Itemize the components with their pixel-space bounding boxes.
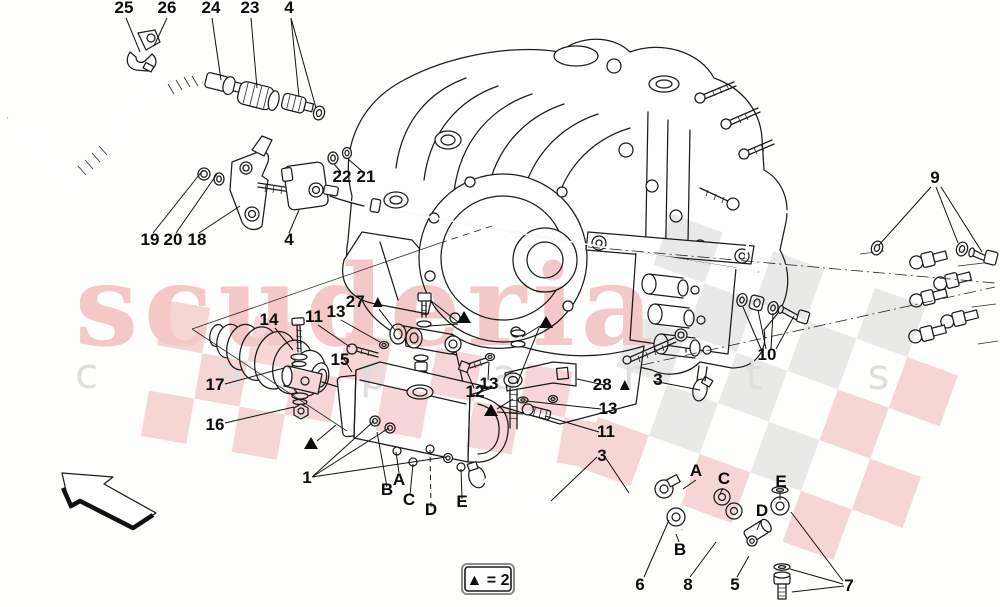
part-label-8: 8 (683, 575, 692, 594)
bolt-7 (773, 571, 791, 600)
legend-box: ▲ = 2 (461, 563, 515, 595)
part-label-26: 26 (158, 0, 177, 17)
part-label-24: 24 (202, 0, 221, 17)
banjo-fittings-bottom (652, 474, 791, 600)
triangle-marker (304, 437, 318, 449)
part-label-28: 28 ▲ (593, 375, 633, 394)
legend-text: ▲ = 2 (467, 572, 510, 589)
part-label-1: 1 (302, 468, 311, 487)
watermark-word-car: c a r (75, 349, 433, 398)
checkered-flag-left (141, 300, 611, 471)
part-label-19: 19 (141, 230, 160, 249)
port-label-a: A (393, 470, 405, 489)
part-label-21: 21 (357, 167, 376, 186)
part-label-20: 20 (164, 230, 183, 249)
hose-label-d: D (756, 501, 768, 520)
part-label-25: 25 (115, 0, 134, 17)
part-label-18: 18 (188, 230, 207, 249)
part-label-5: 5 (730, 575, 739, 594)
port-label-b: B (381, 480, 393, 499)
watermark-layer: scuderia c a r p a r t s (75, 214, 958, 561)
part-label-22: 22 (333, 167, 352, 186)
part-label-6: 6 (635, 575, 644, 594)
hose-end-fittings (859, 250, 999, 345)
part-label-13-mid: 13 (480, 374, 499, 393)
part-label-27: 27 ▲ (346, 292, 386, 311)
checkered-flag-right (579, 214, 958, 561)
clutch-pipe-assembly (6, 29, 326, 185)
port-label-c: C (403, 490, 415, 509)
hose-hatching (77, 75, 199, 176)
watermark-word-parts: p a r t s (360, 350, 935, 399)
triangle-marker (539, 316, 553, 328)
part-label-11-left: 11 (305, 307, 323, 326)
port-label-e: E (456, 492, 467, 511)
part-label-4-left: 4 (284, 230, 294, 249)
part-label-4-top: 4 (284, 0, 294, 17)
direction-arrow (60, 472, 157, 531)
part-label-7: 7 (844, 576, 853, 595)
part-label-9: 9 (930, 168, 939, 187)
part-label-13-right: 13 (599, 399, 618, 418)
part-label-10: 10 (758, 345, 777, 364)
hose-label-b: B (674, 540, 686, 559)
part-label-23: 23 (241, 0, 260, 17)
stud-bolts (694, 81, 775, 211)
triangle-marker (457, 311, 471, 323)
port-label-d: D (425, 500, 437, 519)
part-label-13-left: 13 (327, 302, 346, 321)
part-label-16: 16 (206, 415, 225, 434)
watermark-title: scuderia (75, 241, 659, 372)
bracket-and-valve-group (197, 135, 365, 231)
